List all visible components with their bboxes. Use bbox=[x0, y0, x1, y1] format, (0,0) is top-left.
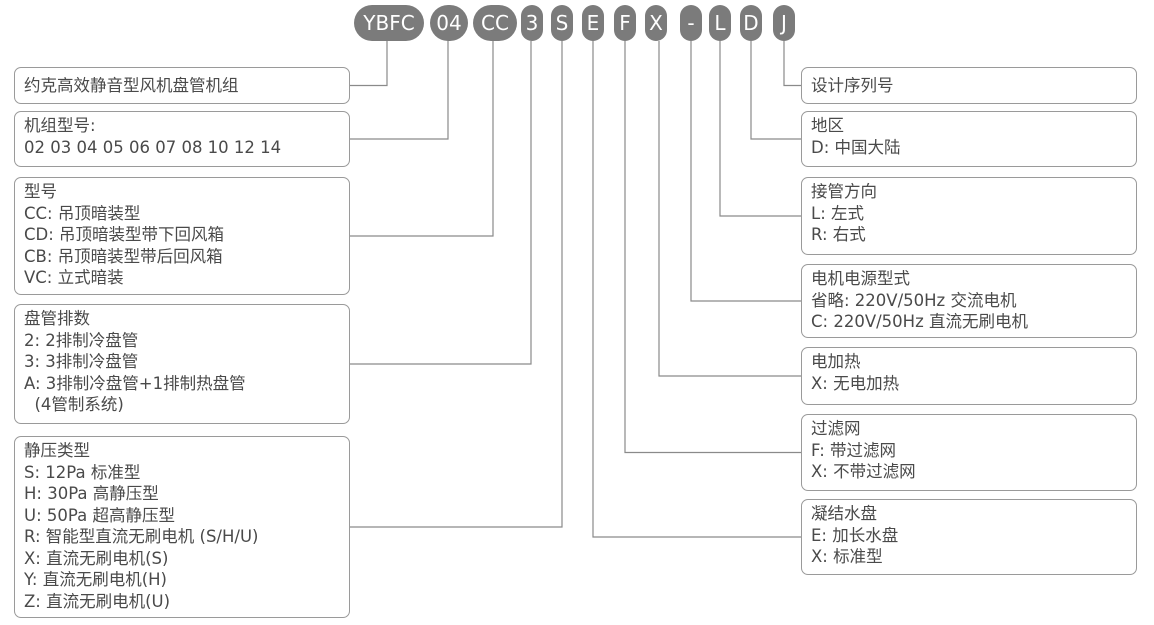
box-line: Z: 直流无刷电机(U) bbox=[24, 591, 171, 611]
right-box-0: 设计序列号 bbox=[801, 67, 1137, 104]
connector-right-3 bbox=[690, 41, 801, 302]
connector-left-4 bbox=[350, 41, 563, 528]
box-line: 省略: 220V/50Hz 交流电机 bbox=[811, 290, 1017, 310]
box-title: 设计序列号 bbox=[811, 75, 894, 95]
box-title: 静压类型 bbox=[24, 441, 90, 460]
box-line: 02 03 04 05 06 07 08 10 12 14 bbox=[24, 137, 282, 157]
connector-right-0 bbox=[783, 41, 801, 87]
box-title: 盘管排数 bbox=[24, 309, 90, 328]
connector-right-4 bbox=[658, 41, 801, 377]
box-line: X: 无电加热 bbox=[811, 373, 900, 393]
box-line: (4管制系统) bbox=[24, 395, 124, 414]
code-segment: D bbox=[740, 5, 762, 41]
box-line: 2: 2排制冷盘管 bbox=[24, 330, 139, 350]
box-line: 3: 3排制冷盘管 bbox=[24, 352, 139, 371]
code-segment: CC bbox=[473, 5, 517, 41]
box-title: 过滤网 bbox=[811, 419, 861, 438]
connector-left-1 bbox=[350, 41, 449, 140]
code-segment: X bbox=[645, 5, 667, 41]
connector-right-6 bbox=[592, 41, 801, 538]
code-segment: 04 bbox=[430, 5, 468, 41]
connector-left-0 bbox=[350, 41, 388, 87]
left-box-0: 约克高效静音型风机盘管机组 bbox=[14, 67, 350, 104]
box-line: R: 智能型直流无刷电机 (S/H/U) bbox=[24, 527, 259, 546]
box-title: 约克高效静音型风机盘管机组 bbox=[24, 75, 239, 95]
box-title: 电加热 bbox=[811, 352, 861, 371]
right-box-1: 地区 D: 中国大陆 bbox=[801, 111, 1137, 167]
box-line: Y: 直流无刷电机(H) bbox=[24, 570, 167, 589]
box-line: F: 带过滤网 bbox=[811, 440, 897, 460]
left-box-1: 机组型号: 02 03 04 05 06 07 08 10 12 14 bbox=[14, 111, 350, 167]
box-title: 机组型号: bbox=[24, 116, 96, 135]
box-line: CB: 吊顶暗装型带后回风箱 bbox=[24, 246, 223, 266]
left-box-3: 盘管排数 2: 2排制冷盘管 3: 3排制冷盘管 A: 3排制冷盘管+1排制热盘管 (… bbox=[14, 304, 350, 424]
box-title: 凝结水盘 bbox=[811, 504, 877, 523]
code-segment: - bbox=[680, 5, 702, 41]
box-title: 电机电源型式 bbox=[811, 269, 910, 288]
code-segment: 3 bbox=[521, 5, 543, 41]
box-line: X: 直流无刷电机(S) bbox=[24, 548, 169, 568]
box-title: 地区 bbox=[811, 116, 844, 135]
box-title: 型号 bbox=[24, 182, 57, 201]
code-segment: F bbox=[614, 5, 636, 41]
right-box-5: 过滤网 F: 带过滤网 X: 不带过滤网 bbox=[801, 414, 1137, 491]
box-title: 接管方向 bbox=[811, 182, 877, 201]
box-line: L: 左式 bbox=[811, 203, 864, 223]
left-box-2: 型号 CC: 吊顶暗装型 CD: 吊顶暗装型带下回风箱 CB: 吊顶暗装型带后回风箱 V… bbox=[14, 177, 350, 295]
connector-left-3 bbox=[350, 41, 532, 365]
code-segment: L bbox=[709, 5, 731, 41]
connector-left-2 bbox=[350, 41, 494, 237]
box-line: C: 220V/50Hz 直流无刷电机 bbox=[811, 312, 1028, 331]
box-line: CC: 吊顶暗装型 bbox=[24, 203, 141, 223]
code-segment: J bbox=[773, 5, 795, 41]
connector-right-2 bbox=[719, 41, 801, 217]
box-line: D: 中国大陆 bbox=[811, 137, 901, 157]
right-box-4: 电加热 X: 无电加热 bbox=[801, 347, 1137, 405]
code-segment: E bbox=[582, 5, 604, 41]
left-box-4: 静压类型 S: 12Pa 标准型 H: 30Pa 高静压型 U: 50Pa 超高静压型… bbox=[14, 436, 350, 618]
connector-right-5 bbox=[624, 41, 801, 454]
box-line: U: 50Pa 超高静压型 bbox=[24, 505, 175, 525]
box-line: CD: 吊顶暗装型带下回风箱 bbox=[24, 225, 225, 244]
box-line: H: 30Pa 高静压型 bbox=[24, 484, 159, 503]
right-box-3: 电机电源型式省略: 220V/50Hz 交流电机 C: 220V/50Hz 直流无… bbox=[801, 264, 1137, 338]
box-line: R: 右式 bbox=[811, 225, 866, 244]
box-line: A: 3排制冷盘管+1排制热盘管 bbox=[24, 373, 246, 393]
box-line: VC: 立式暗装 bbox=[24, 268, 124, 287]
code-segment: S bbox=[551, 5, 573, 41]
box-line: X: 不带过滤网 bbox=[811, 462, 916, 481]
code-segment: YBFC bbox=[354, 5, 424, 41]
box-line: X: 标准型 bbox=[811, 547, 883, 566]
right-box-2: 接管方向 L: 左式 R: 右式 bbox=[801, 177, 1137, 255]
box-line: E: 加长水盘 bbox=[811, 525, 899, 545]
right-box-6: 凝结水盘 E: 加长水盘 X: 标准型 bbox=[801, 499, 1137, 575]
connector-right-1 bbox=[750, 41, 801, 140]
box-line: S: 12Pa 标准型 bbox=[24, 462, 141, 482]
